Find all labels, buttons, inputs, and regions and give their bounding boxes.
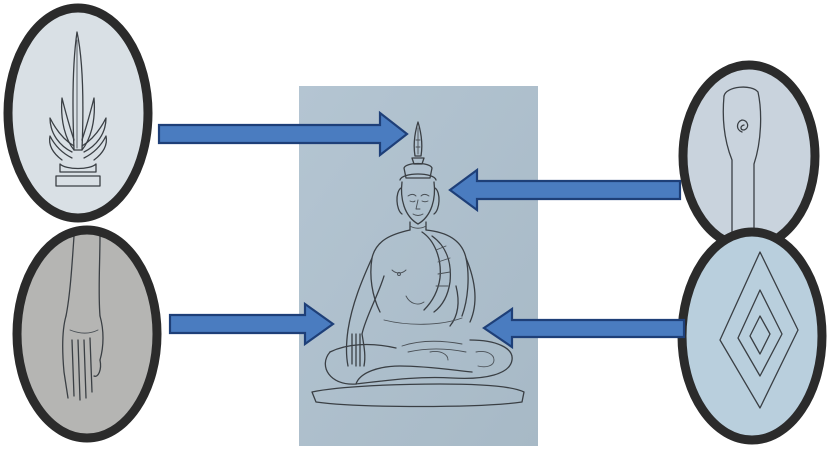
detail-oval-hand <box>17 230 157 438</box>
detail-oval-ear <box>683 65 815 250</box>
detail-oval-flame-finial <box>8 8 148 218</box>
detail-oval-diamond-pattern <box>682 232 822 440</box>
arrow-to-hand <box>170 304 333 344</box>
